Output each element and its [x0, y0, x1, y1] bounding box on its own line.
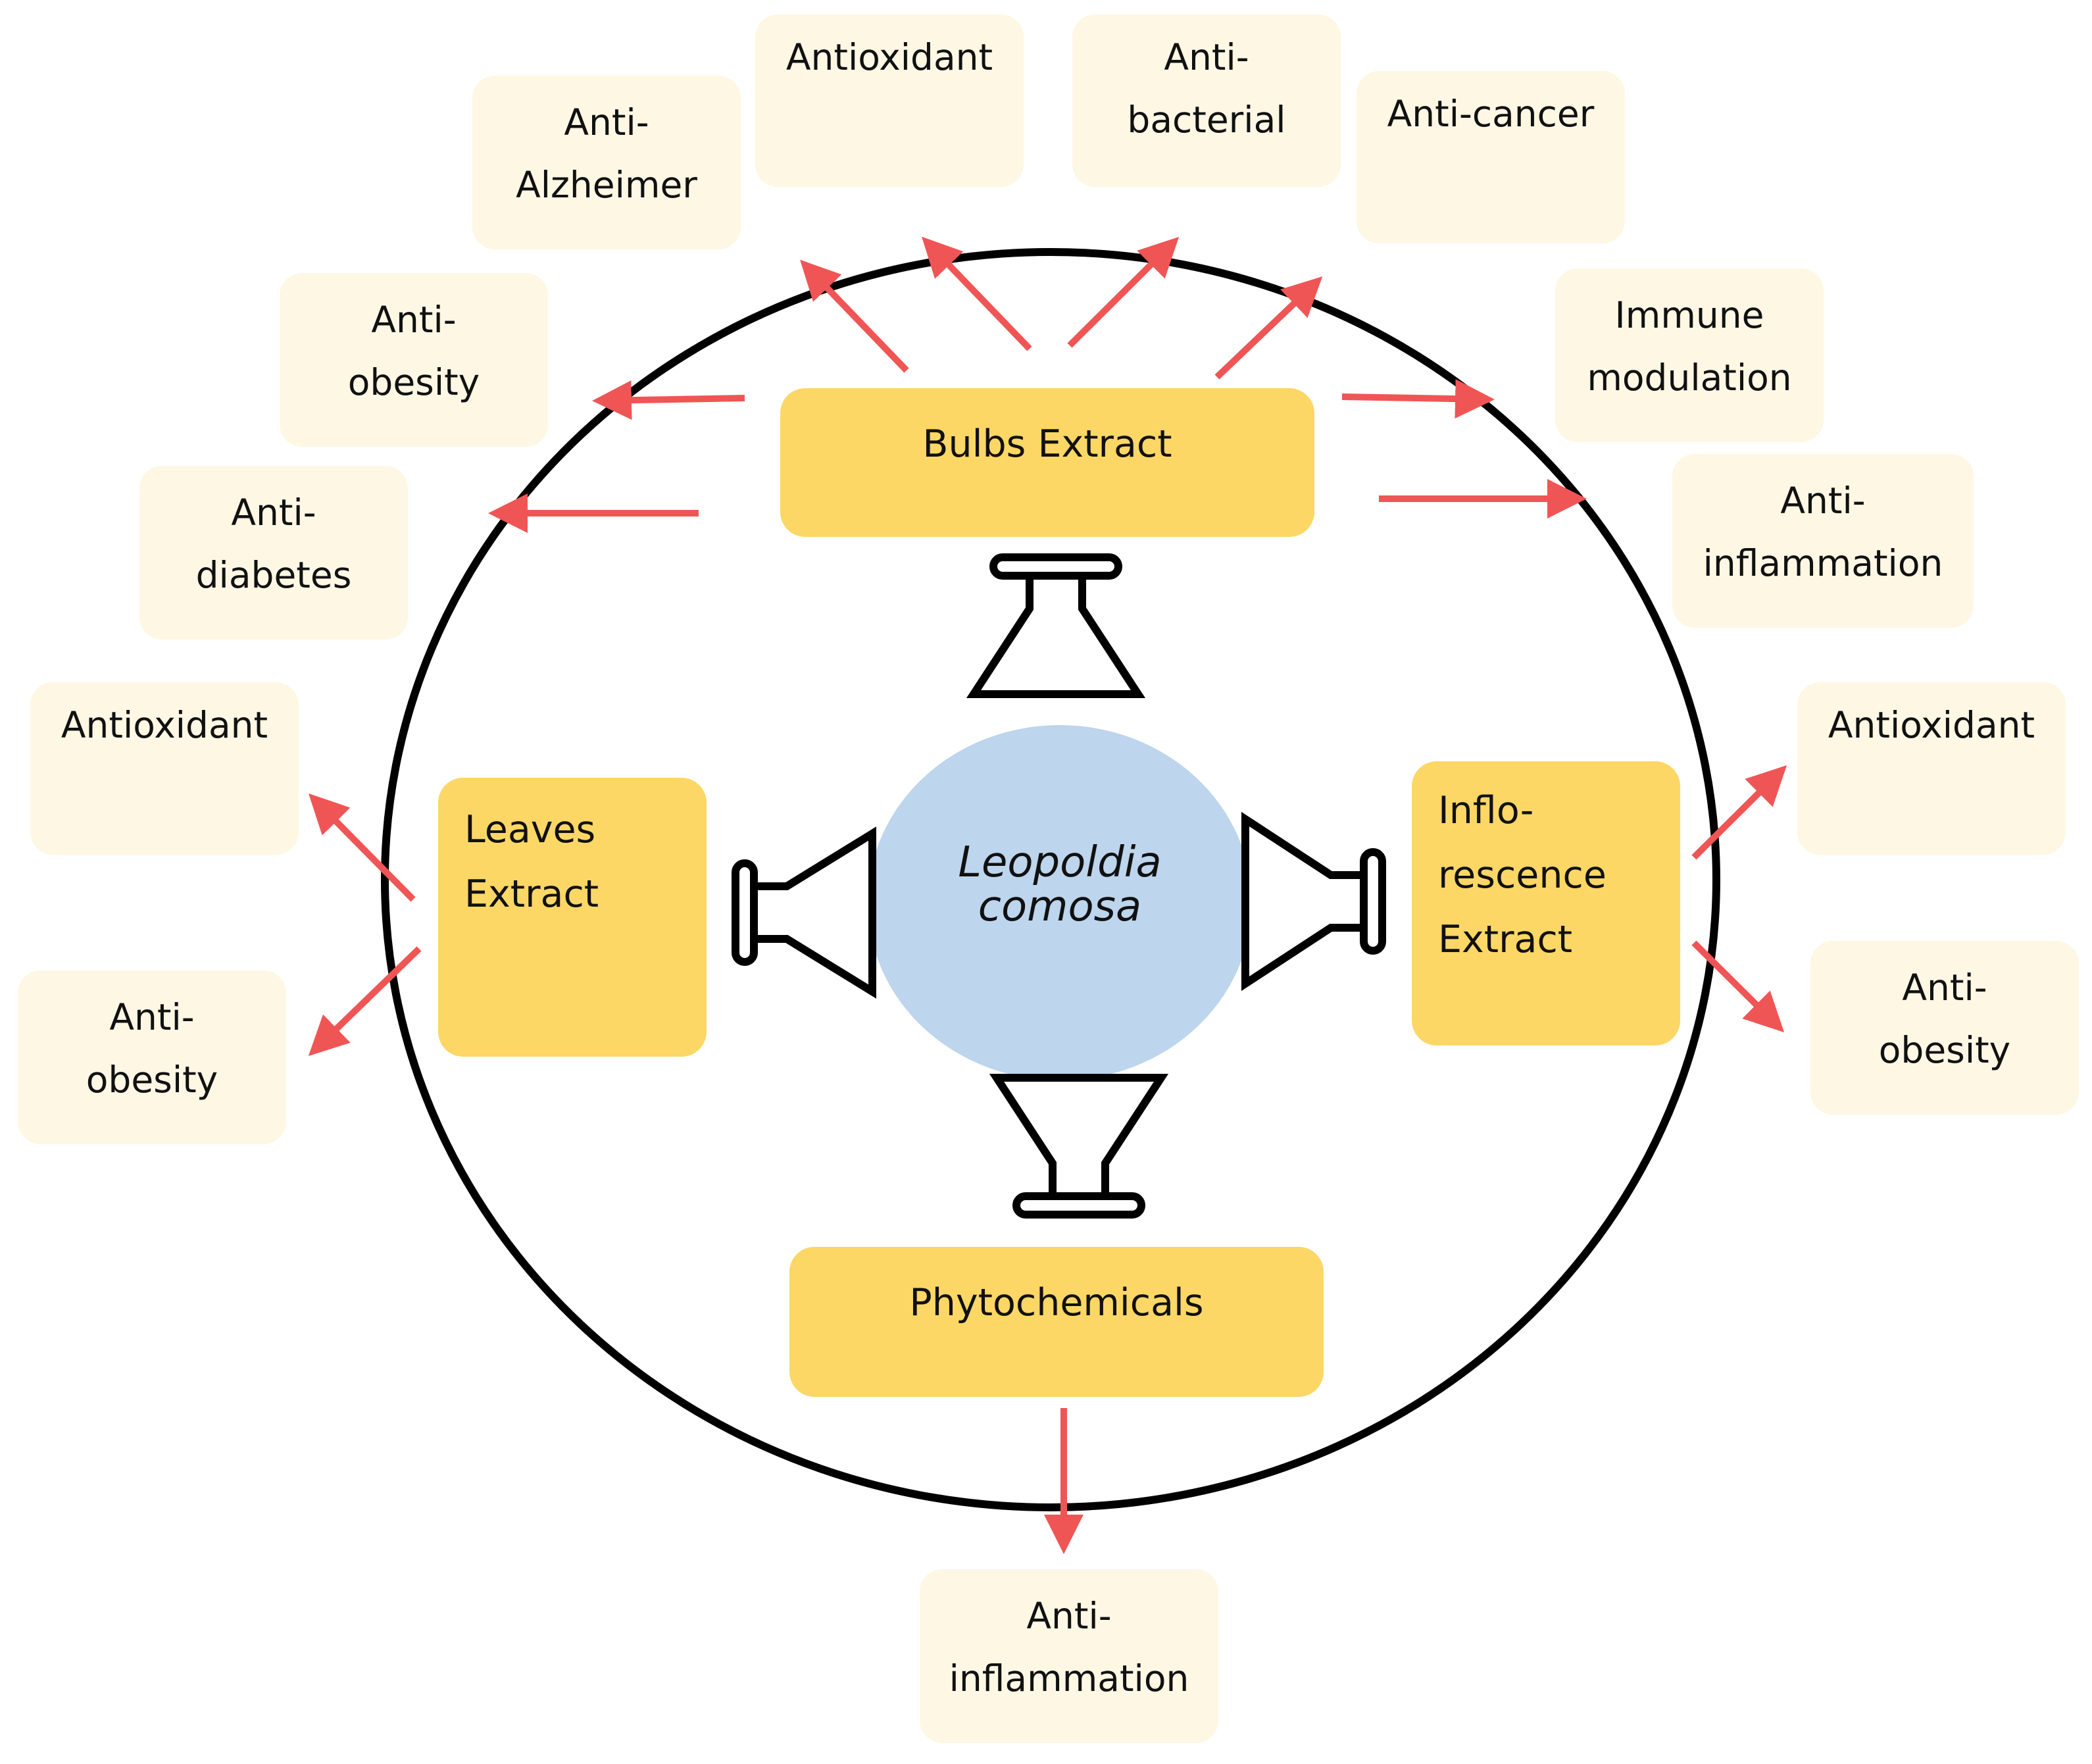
effect-anti-obesity-leaves: Anti- obesity	[18, 970, 286, 1144]
center-circle	[868, 725, 1252, 1080]
arrow-anti-obesity-bulbs	[592, 380, 745, 420]
effect-antioxidant-top: Antioxidant	[755, 14, 1024, 187]
arrow-antioxidant-inflorescence	[1691, 765, 1787, 860]
arrow-anti-cancer	[1214, 276, 1323, 380]
effect-immune-modulation: Immune modulation	[1555, 268, 1824, 442]
effect-anti-inflammation-phyto: Anti- inflammation	[920, 1569, 1218, 1743]
arrow-antioxidant-leaves	[308, 793, 416, 902]
arrows	[308, 236, 1787, 1554]
effect-antioxidant-inflorescence: Antioxidant	[1797, 682, 2066, 855]
flask-icon	[966, 553, 1146, 698]
arrow-anti-obesity-inflorescence	[1691, 940, 1785, 1033]
leaves-extract-box: Leaves Extract	[438, 778, 707, 1057]
arrow-anti-obesity-leaves	[308, 946, 422, 1056]
arrow-immune-modulation	[1341, 379, 1495, 419]
effect-anti-obesity-inflorescence: Anti- obesity	[1810, 941, 2079, 1115]
effect-anti-bacterial: Anti- bacterial	[1072, 14, 1341, 187]
inflorescence-extract-box: Inflo- rescence Extract	[1412, 761, 1680, 1046]
arrow-anti-bacterial	[1067, 236, 1180, 348]
bulbs-extract-box: Bulbs Extract	[780, 388, 1314, 537]
arrow-antioxidant-top	[922, 236, 1032, 351]
effect-anti-inflammation-bulbs: Anti- inflammation	[1672, 454, 1974, 628]
arrow-anti-alzheimer	[800, 259, 909, 373]
flask-icon	[989, 1074, 1169, 1219]
phytochemicals-box: Phytochemicals	[789, 1247, 1324, 1397]
flask-icon	[1241, 811, 1386, 992]
effect-anti-diabetes: Anti- diabetes	[139, 466, 408, 640]
effect-antioxidant-leaves: Antioxidant	[30, 682, 299, 855]
effect-anti-alzheimer: Anti- Alzheimer	[472, 76, 741, 249]
effect-anti-obesity-bulbs: Anti- obesity	[280, 273, 548, 447]
species-label: Leopoldia comosa	[958, 838, 1162, 932]
flask-icon	[732, 826, 876, 999]
outer-ring	[381, 248, 1720, 1511]
effect-anti-cancer: Anti-cancer	[1357, 71, 1625, 243]
